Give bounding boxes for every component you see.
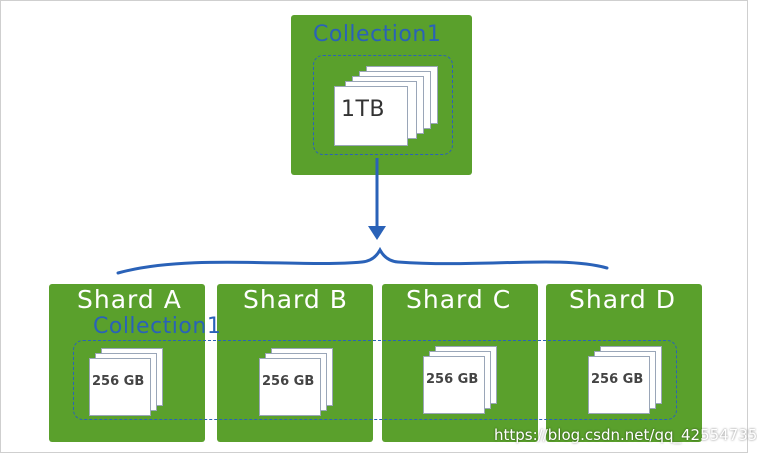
document-sheet-front bbox=[334, 86, 408, 146]
collection-label-bottom: Collection1 bbox=[93, 314, 222, 339]
shard-sheet-front bbox=[89, 358, 151, 416]
shard-title-c: Shard C bbox=[406, 285, 512, 314]
shard-sheet-front bbox=[423, 356, 485, 414]
shard-sheet-front bbox=[588, 356, 650, 414]
collection-size-label: 1TB bbox=[341, 97, 386, 122]
shard-title-a: Shard A bbox=[77, 285, 182, 314]
shard-size-label-b: 256 GB bbox=[262, 374, 315, 389]
collection-outline-bottom bbox=[73, 340, 677, 420]
shard-title-b: Shard B bbox=[243, 285, 348, 314]
shard-sheet-front bbox=[259, 358, 321, 416]
shard-title-d: Shard D bbox=[569, 285, 676, 314]
watermark-text: https://blog.csdn.net/qq_42554735 bbox=[494, 426, 757, 444]
shard-size-label-c: 256 GB bbox=[426, 372, 479, 387]
shard-size-label-a: 256 GB bbox=[92, 374, 145, 389]
shard-size-label-d: 256 GB bbox=[591, 372, 644, 387]
collection-label-top: Collection1 bbox=[313, 22, 442, 47]
split-arrow-head bbox=[368, 226, 386, 240]
shard-brace bbox=[116, 246, 609, 275]
collection-outline-top bbox=[313, 55, 453, 155]
